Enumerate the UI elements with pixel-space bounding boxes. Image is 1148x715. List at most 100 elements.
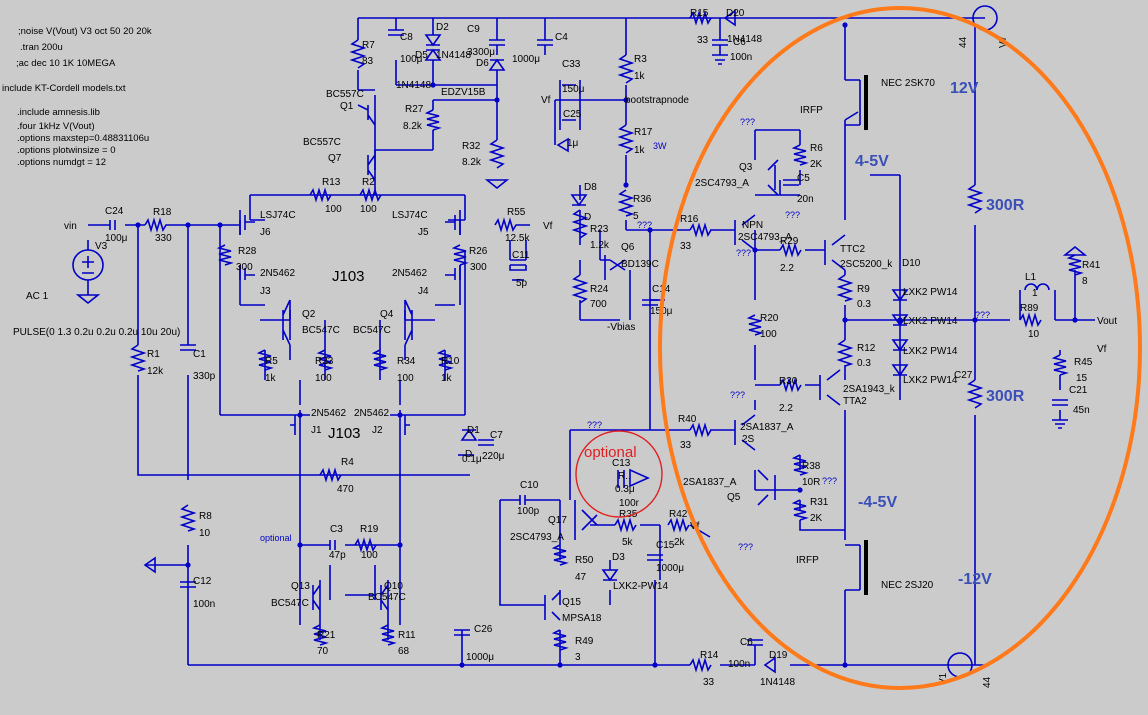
label-d1-ref: D1	[467, 425, 480, 436]
diode-d5	[424, 48, 442, 61]
jfet-label-upper: J103	[332, 268, 365, 285]
resistor-r33	[316, 349, 334, 371]
label-q10-part: BC547C	[368, 592, 406, 603]
ground-c25	[556, 137, 569, 153]
label-r49-val: 3	[575, 652, 581, 663]
label-q13-ref: Q13	[291, 581, 310, 592]
resistor-r35	[614, 517, 637, 533]
label-d19-ref: D19	[769, 650, 788, 661]
label-r30-ref: R30	[779, 376, 798, 387]
optional-blue-label: optional	[260, 533, 292, 543]
label-c3-ref: C3	[330, 524, 343, 535]
r-lower-label: 300R	[986, 388, 1025, 405]
diode-d20	[723, 9, 736, 27]
label-c6-ref: C6	[740, 637, 753, 648]
transistor-ttc2	[824, 234, 846, 271]
label-c3-val: 47p	[329, 550, 346, 561]
label-d10-ref: D10	[902, 258, 921, 269]
resistor-r11	[379, 624, 397, 646]
capacitor-c15	[647, 554, 663, 561]
label-r31-ref: R31	[810, 497, 829, 508]
label-c13-r: R..	[618, 471, 631, 482]
label-c13-ref: C13	[612, 458, 631, 469]
label-d1-val: D	[465, 449, 472, 460]
resistor-r49	[551, 629, 569, 651]
label-r29-ref: R29	[780, 236, 799, 247]
resistor-r14	[689, 657, 712, 673]
mosfet-2sj20	[845, 544, 861, 591]
label-r24-ref: R24	[590, 284, 609, 295]
label-l1-ref: L1	[1025, 272, 1037, 283]
mosfet-top-label: NEC 2SK70	[881, 78, 935, 89]
label-c8-ref: C8	[400, 32, 413, 43]
resistor-r34	[371, 349, 389, 371]
net-q9: ???	[738, 542, 753, 552]
label-c11-ref: C11	[512, 250, 530, 261]
resistor-r20	[746, 314, 764, 336]
capacitor-c26	[454, 629, 470, 636]
label-npn-part: 2SC4793_A	[738, 232, 792, 243]
directive-ac: ;ac dec 10 1K 10MEGA	[16, 58, 116, 69]
resistor-r24	[571, 274, 589, 304]
label-d20-val: 1N4148	[727, 34, 762, 45]
directive-tran: .tran 200u	[20, 42, 63, 53]
label-r20-val: 100	[760, 329, 777, 340]
label-tta2-part: 2SA1943_k	[843, 384, 896, 395]
label-led-1: LXK2 PW14	[903, 287, 958, 298]
transistor-npn	[734, 214, 756, 251]
optional-circle	[575, 430, 663, 518]
label-r2-val: 100	[360, 204, 377, 215]
label-q4-part: BC547C	[353, 325, 391, 336]
label-r4-val: 470	[337, 484, 354, 495]
resistor-r18	[144, 217, 180, 233]
label-ac: AC 1	[26, 291, 49, 302]
label-q2-ref: Q2	[302, 309, 316, 320]
label-d20-ref: D20	[726, 8, 745, 19]
label-r15-val: 33	[697, 35, 709, 46]
label-r33-val: 100	[315, 373, 332, 384]
resistor-r89	[1019, 312, 1042, 328]
capacitor-c11	[509, 240, 527, 271]
label-c33-val: 150μ	[562, 84, 585, 95]
transistor-q6	[604, 255, 626, 280]
diode-d3	[601, 569, 619, 582]
label-v1-44: 44	[982, 676, 993, 688]
transistor-j5	[445, 210, 461, 235]
label-r9-val: 0.3	[857, 299, 871, 310]
resistor-r36	[617, 189, 635, 217]
led-d10-3	[891, 339, 909, 352]
label-r31-val: 2K	[810, 513, 823, 524]
transistor-q1	[357, 100, 376, 126]
label-c13-r-val: 100r	[619, 498, 640, 509]
label-r49-ref: R49	[575, 636, 594, 647]
label-c14-ref: C14	[652, 284, 671, 295]
label-c33-ref: C33	[562, 59, 581, 70]
label-r35-val: 5k	[622, 537, 634, 548]
net-q8: ???	[822, 476, 837, 486]
label-j6-ref: J6	[260, 227, 271, 238]
label-j5-part: LSJ74C	[392, 210, 428, 221]
label-c8-val: 100μ	[400, 54, 423, 65]
label-c6-val: 100n	[728, 659, 750, 670]
label-r14-val: 33	[703, 677, 715, 688]
label-c7-ref: C7	[490, 430, 503, 441]
label-d3-ref: D3	[612, 552, 625, 563]
label-r14-ref: R14	[700, 650, 719, 661]
resistor-r15	[689, 10, 712, 26]
label-r8-val: 10	[199, 528, 211, 539]
label-j5-ref: J5	[418, 227, 429, 238]
label-r17-val: 1k	[634, 145, 646, 156]
label-vbias: -Vbias	[607, 322, 635, 333]
inductor-l1	[1019, 283, 1056, 320]
label-q5-ref: Q5	[727, 492, 741, 503]
capacitor-c21	[1052, 399, 1068, 406]
label-r35-ref: R35	[619, 509, 638, 520]
transistor-q17	[574, 500, 598, 540]
label-d8-ref: D8	[584, 182, 597, 193]
capacitor-c7	[478, 439, 494, 446]
mosfets	[844, 75, 868, 595]
optional-red-label: optional	[584, 444, 637, 461]
label-q5-part: 2SA1837_A	[683, 477, 737, 488]
label-q6-part: BD139C	[621, 259, 659, 270]
label-r89-val: 10	[1028, 329, 1040, 340]
